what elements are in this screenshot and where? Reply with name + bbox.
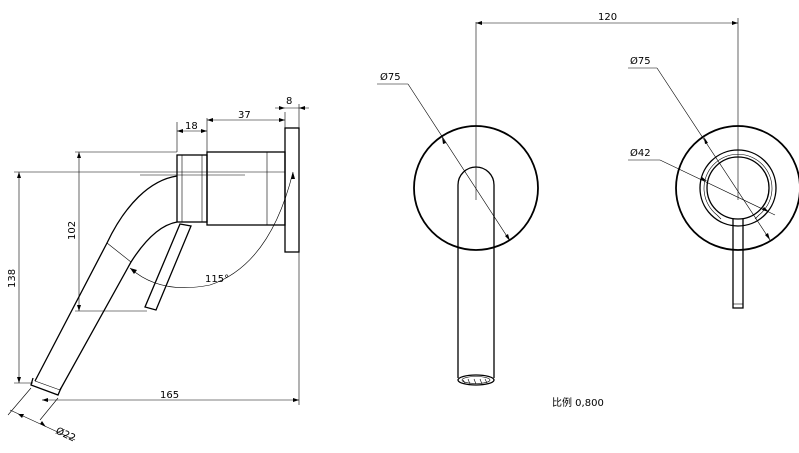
side-view: 18 37 8 102 138 165 (7, 96, 309, 444)
mixer-rosette (675, 125, 799, 251)
spout-outlet (457, 374, 495, 386)
scale-label: 比例 0,800 (552, 396, 604, 409)
mixer-lever (732, 219, 744, 309)
dim-120-label: 120 (598, 12, 617, 23)
dim-115-label: 115° (205, 274, 229, 285)
dim-165-label: 165 (160, 390, 179, 401)
spout-front-view: 120 Ø75 (377, 12, 739, 386)
dim-8-label: 8 (286, 96, 292, 107)
dim-102-label: 102 (67, 221, 78, 240)
mixer-front-view: Ø75 Ø42 (628, 55, 799, 309)
dim-138-label: 138 (7, 269, 18, 288)
wall-plate (284, 127, 300, 253)
dim-d22-label: Ø22 (54, 425, 78, 445)
collar (176, 154, 208, 223)
mixer-d75-label: Ø75 (630, 55, 651, 67)
dim-37-label: 37 (238, 110, 251, 121)
mixer-body (206, 151, 286, 226)
dim-18-label: 18 (185, 121, 198, 132)
handle-lever (144, 223, 192, 311)
mixer-d42-label: Ø42 (630, 147, 651, 159)
dim-d75-label: Ø75 (380, 71, 401, 83)
